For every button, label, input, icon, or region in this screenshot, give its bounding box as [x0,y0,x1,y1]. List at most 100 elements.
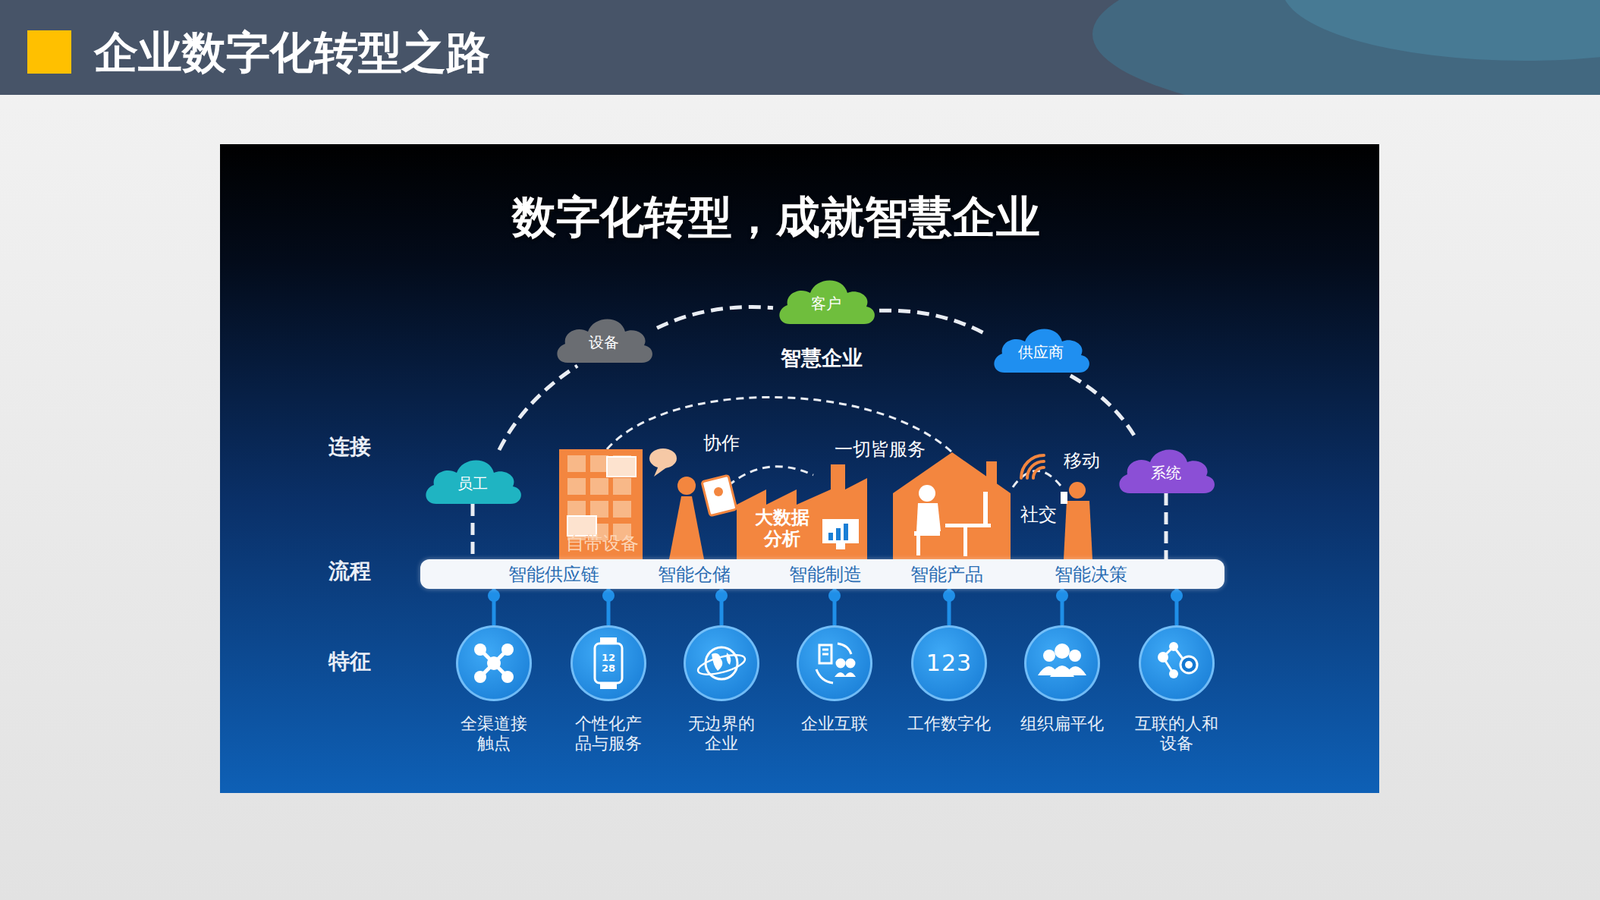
illustration-label: 一切皆服务 [834,439,926,461]
feature-disc [455,625,532,701]
process-step: 智能制造 [788,562,862,587]
desk-worker [916,535,921,556]
picture-heading: 数字化转型，成就智慧企业 [512,191,1041,243]
house [892,452,1011,560]
illustration-label: 移动 [1063,450,1101,472]
photo-frames [606,456,636,477]
connection-arc [656,307,774,329]
slide-title: 企业数字化转型之路 [94,23,491,83]
tablet [701,474,737,516]
chart-monitor [828,532,834,541]
cloud-label: 客户 [773,295,880,312]
feature-disc [796,625,873,701]
phone-user [1060,491,1068,504]
process-step: 智能供应链 [508,562,600,587]
wifi-symbol [1021,455,1044,478]
feature-caption: 全渠道接 触点 [450,713,538,755]
window [567,500,586,518]
connector-dot [602,589,615,602]
icon-text: 123 [926,650,972,676]
chart-monitor [822,518,859,544]
wifi-symbol [1021,455,1044,478]
desk-worker [983,491,988,524]
feature-circle: 12 28 个性化产 品与服务 [562,625,654,758]
feature-circle: 企业互联 [788,625,881,758]
speech-bubble [649,448,677,477]
header-decoration [1092,0,1600,95]
stakeholder-cloud: 系统 [1112,439,1220,497]
window [590,500,609,518]
window [590,455,609,472]
chart-monitor [822,518,859,550]
illustration-label: 社交 [1020,504,1057,526]
window [612,500,632,518]
feature-circle: 互联的人和 设备 [1131,625,1223,758]
desk-worker [945,523,991,528]
feature-caption: 工作数字化 [905,713,993,734]
office-building [559,449,643,560]
window [612,477,632,495]
feature-circle: 无边界的 企业 [675,625,767,758]
feature-caption: 互联的人和 设备 [1133,713,1220,755]
feature-caption: 组织扁平化 [1018,713,1106,734]
chart-monitor [836,543,846,550]
cloud-label: 供应商 [987,344,1094,360]
process-step: 智能仓储 [657,562,731,587]
speech-bubble [653,465,668,477]
chart-monitor [836,528,841,541]
feature-circle: 全渠道接 触点 [448,625,540,758]
cloud-label: 设备 [550,334,657,350]
feature-caption: 无边界的 企业 [678,713,765,755]
process-step: 智能产品 [910,562,984,587]
icon-text: 12 28 [600,652,617,673]
photo-frames [567,515,597,536]
connector-dot [487,589,500,602]
feature-disc [1024,625,1101,701]
cloud-label: 员工 [419,475,526,491]
chart-monitor [843,523,849,541]
feature-caption: 企业互联 [791,713,878,734]
cloud-label: 系统 [1112,465,1220,481]
house [892,452,1011,560]
illustration-label: 智慧企业 [780,345,863,370]
desk-worker [963,527,968,557]
tablet [701,474,737,516]
feature-disc [1138,625,1215,701]
wifi-symbol [1033,467,1044,478]
connection-arc [879,310,988,336]
phone-user [1068,481,1086,499]
feature-caption: 个性化产 品与服务 [565,713,652,755]
connector-dot [943,589,956,602]
connection-arc [499,365,578,450]
speech-bubble [649,448,677,469]
woman-figure [669,496,705,560]
stakeholder-cloud: 供应商 [987,318,1094,376]
connector-dot [828,589,841,602]
picture-frame [220,144,1380,793]
photo-frames [567,456,636,536]
desk-worker [916,502,941,532]
process-band: 智能供应链智能仓储智能制造智能产品智能决策 [420,559,1225,589]
stakeholder-cloud: 客户 [773,270,880,327]
title-marker [27,30,72,74]
woman-figure [677,476,696,495]
window [567,477,586,495]
phone-user [1063,500,1093,560]
factory [736,464,868,560]
row-label: 连接 [328,434,371,459]
illustration-label: 大数据 分析 [752,507,812,550]
header-decoration [1282,0,1600,61]
woman-figure [669,476,705,560]
feature-disc [683,625,760,701]
stakeholder-cloud: 设备 [550,308,657,366]
connector-dot [715,589,728,602]
desk-worker [914,531,940,536]
office-building [559,449,643,560]
connection-arc [1164,493,1169,560]
